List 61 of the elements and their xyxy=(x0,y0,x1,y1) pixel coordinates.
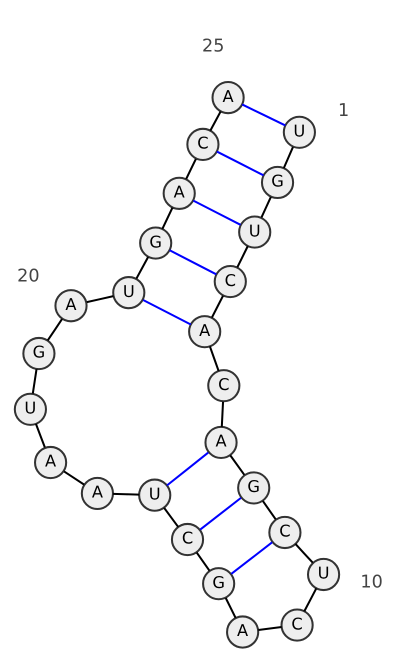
connector xyxy=(185,158,197,180)
connector xyxy=(208,346,220,372)
node-circle: C xyxy=(207,369,240,402)
node-circle: A xyxy=(80,476,114,510)
connector xyxy=(209,110,222,132)
node-circle: A xyxy=(212,81,245,114)
connector xyxy=(230,454,246,476)
node-circle: G xyxy=(202,567,236,600)
node-circle: U xyxy=(238,216,272,249)
node-circle: A xyxy=(34,446,68,480)
node-circle: A xyxy=(226,615,260,649)
connector xyxy=(192,200,241,226)
connector xyxy=(242,104,286,126)
node-circle: C xyxy=(280,608,314,642)
connector xyxy=(230,542,273,575)
node-circle: A xyxy=(54,289,88,322)
connector xyxy=(169,249,217,276)
node-circle: U xyxy=(14,392,47,426)
connector xyxy=(294,543,314,564)
connector xyxy=(200,497,242,530)
connector xyxy=(86,295,114,304)
node-circle: A xyxy=(188,315,222,348)
connector xyxy=(220,402,224,427)
node-circle: G xyxy=(237,471,270,505)
connector xyxy=(196,552,210,572)
connector xyxy=(210,295,224,318)
label: 25 xyxy=(202,36,224,56)
connector xyxy=(260,196,272,218)
node-circle: A xyxy=(204,426,238,460)
connector xyxy=(46,318,63,342)
node-circle: U xyxy=(282,116,316,149)
label: 1 xyxy=(338,101,350,121)
connector xyxy=(262,500,277,520)
connector xyxy=(142,299,192,326)
node-circle: C xyxy=(170,522,204,556)
connector xyxy=(32,369,38,394)
node-circle: G xyxy=(139,226,172,260)
connector xyxy=(64,470,85,486)
connector xyxy=(282,146,294,168)
connector xyxy=(35,424,46,448)
node-circle: C xyxy=(186,128,220,161)
connector xyxy=(258,626,282,631)
connector xyxy=(236,246,249,268)
node-circle: G xyxy=(260,166,294,200)
label: 20 xyxy=(17,266,40,287)
connector xyxy=(136,256,150,280)
node-circle: G xyxy=(22,336,56,370)
node-circle: A xyxy=(162,176,196,210)
connector xyxy=(166,452,209,486)
node-circle: C xyxy=(214,264,247,298)
connector xyxy=(303,588,318,612)
node-circle: C xyxy=(268,516,302,550)
label: 10 xyxy=(360,572,383,592)
connector xyxy=(163,507,180,528)
connector xyxy=(113,492,140,496)
connector xyxy=(216,150,264,176)
node-circle: U xyxy=(306,558,340,592)
connector xyxy=(161,207,174,230)
connector xyxy=(224,598,236,618)
node-circle: U xyxy=(138,478,172,512)
node-circle: U xyxy=(112,276,146,310)
